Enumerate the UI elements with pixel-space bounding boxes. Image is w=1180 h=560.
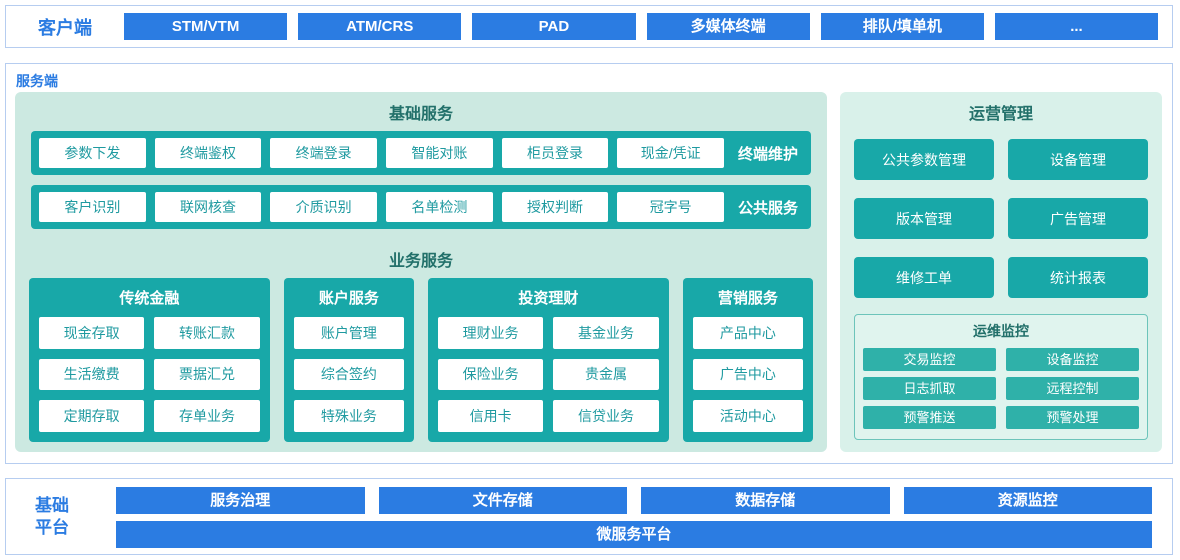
operations-box: 公共参数管理 — [854, 139, 994, 180]
business-group-title: 投资理财 — [518, 290, 579, 307]
monitoring-item-box: 设备监控 — [1006, 348, 1139, 371]
operations-box: 设备管理 — [1008, 139, 1148, 180]
operations-buttons: 公共参数管理设备管理版本管理广告管理维修工单统计报表 — [854, 139, 1148, 298]
business-group-grid: 现金存取转账汇款生活缴费票据汇兑定期存取存单业务 — [39, 317, 260, 432]
business-service-cell: 转账汇款 — [154, 317, 260, 349]
monitoring-title: 运维监控 — [973, 323, 1029, 339]
basic-service-cell: 终端登录 — [270, 138, 378, 168]
platform-services: 服务治理文件存储数据存储资源监控 — [116, 487, 1152, 514]
client-layer: 客户端 STM/VTM ATM/CRS PAD 多媒体终端排队/填单机... — [5, 5, 1173, 48]
platform-service-box: 数据存储 — [641, 487, 890, 514]
business-service-cell: 贵金属 — [553, 358, 659, 391]
business-group: 传统金融现金存取转账汇款生活缴费票据汇兑定期存取存单业务 — [29, 278, 270, 442]
business-group: 营销服务产品中心广告中心活动中心 — [682, 278, 813, 442]
monitoring-item-box: 预警推送 — [863, 406, 996, 429]
operations-panel: 运营管理 公共参数管理设备管理版本管理广告管理维修工单统计报表 运维监控 交易监… — [840, 92, 1162, 452]
basic-services-title: 基础服务 — [388, 106, 453, 123]
monitoring-panel: 运维监控 交易监控设备监控日志抓取远程控制预警推送预警处理 — [854, 314, 1148, 440]
basic-service-cell: 介质识别 — [270, 192, 378, 222]
basic-service-cell: 终端鉴权 — [154, 138, 262, 168]
basic-service-cell: 客户识别 — [39, 192, 146, 222]
client-terminal-box: 排队/填单机 — [820, 13, 984, 40]
business-groups: 传统金融现金存取转账汇款生活缴费票据汇兑定期存取存单业务账户服务账户管理综合签约… — [29, 278, 813, 442]
client-terminal-box: PAD — [472, 13, 636, 40]
business-group: 账户服务账户管理综合签约特殊业务 — [283, 278, 414, 442]
monitoring-item-box: 预警处理 — [1006, 406, 1139, 429]
basic-service-cell: 现金/凭证 — [617, 138, 725, 168]
platform-service-box: 文件存储 — [378, 487, 627, 514]
basic-services-rows: 参数下发终端鉴权终端登录智能对账柜员登录现金/凭证终端维护客户识别联网核查介质识… — [31, 131, 811, 229]
operations-box: 维修工单 — [854, 257, 994, 298]
operations-box: 版本管理 — [854, 198, 994, 239]
platform-layer: 基础平台 服务治理文件存储数据存储资源监控 微服务平台 — [5, 478, 1173, 555]
business-service-cell: 特殊业务 — [293, 400, 404, 432]
basic-service-group-label: 公共服务 — [738, 199, 799, 217]
business-service-cell: 活动中心 — [692, 400, 803, 432]
operations-box: 广告管理 — [1008, 198, 1148, 239]
business-service-cell: 票据汇兑 — [154, 358, 260, 391]
basic-service-cell: 参数下发 — [39, 138, 146, 168]
business-service-cell: 综合签约 — [293, 358, 404, 391]
monitoring-item-box: 交易监控 — [863, 348, 996, 371]
business-service-cell: 信用卡 — [438, 400, 544, 432]
business-service-cell: 生活缴费 — [39, 358, 145, 391]
business-service-cell: 保险业务 — [438, 358, 544, 391]
business-group-grid: 产品中心广告中心活动中心 — [692, 317, 803, 432]
business-service-cell: 定期存取 — [39, 400, 145, 432]
basic-service-row: 参数下发终端鉴权终端登录智能对账柜员登录现金/凭证终端维护 — [31, 131, 811, 175]
client-terminal-box: STM/VTM — [124, 13, 288, 40]
business-service-cell: 现金存取 — [39, 317, 145, 349]
basic-service-cell: 授权判断 — [501, 192, 609, 222]
basic-service-group-label: 终端维护 — [738, 145, 799, 163]
basic-service-cell: 冠字号 — [617, 192, 725, 222]
client-terminal-box: ... — [994, 13, 1159, 40]
basic-service-row: 客户识别联网核查介质识别名单检测授权判断冠字号公共服务 — [31, 185, 811, 229]
monitoring-item-box: 远程控制 — [1006, 377, 1139, 400]
operations-title: 运营管理 — [968, 106, 1033, 123]
client-terminal-list: STM/VTM ATM/CRS PAD 多媒体终端排队/填单机... — [124, 13, 1159, 40]
basic-service-cell: 柜员登录 — [501, 138, 609, 168]
client-label: 客户端 — [38, 17, 92, 38]
business-service-cell: 基金业务 — [553, 317, 659, 349]
basic-service-cell: 联网核查 — [154, 192, 262, 222]
business-service-cell: 信贷业务 — [553, 400, 659, 432]
business-group: 投资理财理财业务基金业务保险业务贵金属信用卡信贷业务 — [428, 278, 669, 442]
business-service-cell: 账户管理 — [293, 317, 404, 349]
business-group-title: 账户服务 — [318, 290, 379, 307]
server-layer: 服务端 基础服务 参数下发终端鉴权终端登录智能对账柜员登录现金/凭证终端维护客户… — [5, 63, 1173, 464]
services-panel: 基础服务 参数下发终端鉴权终端登录智能对账柜员登录现金/凭证终端维护客户识别联网… — [15, 92, 827, 452]
platform-service-box: 资源监控 — [903, 487, 1152, 514]
business-services-title: 业务服务 — [388, 253, 453, 270]
platform-label: 基础平台 — [35, 495, 69, 537]
business-group-grid: 理财业务基金业务保险业务贵金属信用卡信贷业务 — [438, 317, 659, 432]
monitoring-item-box: 日志抓取 — [863, 377, 996, 400]
business-group-grid: 账户管理综合签约特殊业务 — [293, 317, 404, 432]
business-group-title: 营销服务 — [717, 290, 778, 307]
business-service-cell: 产品中心 — [692, 317, 803, 349]
business-service-cell: 理财业务 — [438, 317, 544, 349]
business-service-cell: 存单业务 — [154, 400, 260, 432]
business-group-title: 传统金融 — [119, 290, 180, 307]
basic-service-cell: 智能对账 — [386, 138, 493, 168]
microservice-platform-bar: 微服务平台 — [116, 521, 1152, 548]
business-service-cell: 广告中心 — [692, 358, 803, 391]
operations-box: 统计报表 — [1008, 257, 1148, 298]
platform-content: 服务治理文件存储数据存储资源监控 微服务平台 — [116, 487, 1152, 548]
server-label: 服务端 — [16, 73, 58, 89]
platform-service-box: 服务治理 — [116, 487, 365, 514]
basic-service-cell: 名单检测 — [386, 192, 493, 222]
monitoring-buttons: 交易监控设备监控日志抓取远程控制预警推送预警处理 — [863, 348, 1139, 429]
client-terminal-box: 多媒体终端 — [646, 13, 810, 40]
client-terminal-box: ATM/CRS — [298, 13, 462, 40]
